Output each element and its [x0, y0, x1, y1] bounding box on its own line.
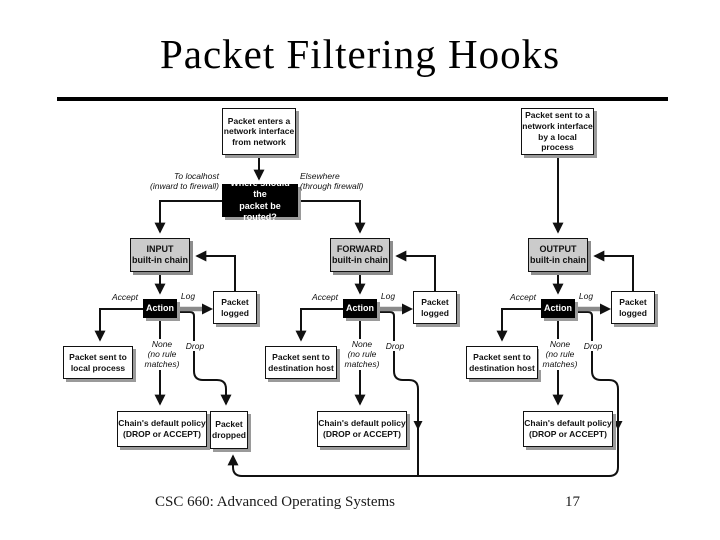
- edge-label-log-output: Log: [578, 291, 594, 301]
- node-packet-dropped: Packet dropped: [210, 411, 248, 449]
- node-action-input: Action: [143, 299, 177, 318]
- page-title: Packet Filtering Hooks: [159, 31, 561, 77]
- edge-label-drop-output: Drop: [579, 341, 607, 352]
- node-default-policy-input: Chain's default policy (DROP or ACCEPT): [117, 411, 207, 447]
- page-number: 17: [565, 494, 580, 510]
- title-underline: [57, 97, 668, 101]
- edge-label-accept-forward: Accept: [312, 292, 338, 302]
- edge-label-to-localhost: To localhost (inward to firewall): [150, 171, 219, 192]
- edge-label-none-forward: None (no rule matches): [341, 339, 383, 370]
- footer-course-label: CSC 660: Advanced Operating Systems: [155, 494, 395, 510]
- node-routing-decision: Where should the packet be routed?: [222, 178, 298, 222]
- edge-label-elsewhere: Elsewhere (through firewall): [300, 171, 364, 192]
- node-packet-logged-output: Packet logged: [611, 291, 655, 324]
- edge-label-none-input: None (no rule matches): [141, 339, 183, 370]
- node-input-chain: INPUT built-in chain: [130, 238, 190, 272]
- node-action-forward: Action: [343, 299, 377, 318]
- node-packet-enters-network: Packet enters a network interface from n…: [222, 108, 296, 155]
- node-default-policy-output: Chain's default policy (DROP or ACCEPT): [523, 411, 613, 447]
- edge-label-drop-input: Drop: [181, 341, 209, 352]
- edge-label-drop-forward: Drop: [381, 341, 409, 352]
- node-default-policy-forward: Chain's default policy (DROP or ACCEPT): [317, 411, 407, 447]
- edge-label-none-output: None (no rule matches): [539, 339, 581, 370]
- node-packet-sent-destination-output: Packet sent to destination host: [466, 346, 538, 379]
- node-packet-logged-forward: Packet logged: [413, 291, 457, 324]
- node-packet-sent-by-process: Packet sent to a network interface by a …: [521, 108, 594, 155]
- edge-label-accept-output: Accept: [510, 292, 536, 302]
- node-packet-sent-local-process: Packet sent to local process: [63, 346, 133, 379]
- edge-label-log-forward: Log: [380, 291, 396, 301]
- node-packet-sent-destination-forward: Packet sent to destination host: [265, 346, 337, 379]
- node-forward-chain: FORWARD built-in chain: [330, 238, 390, 272]
- node-action-output: Action: [541, 299, 575, 318]
- edge-label-accept-input: Accept: [112, 292, 138, 302]
- node-output-chain: OUTPUT built-in chain: [528, 238, 588, 272]
- edge-label-log-input: Log: [180, 291, 196, 301]
- node-packet-logged-input: Packet logged: [213, 291, 257, 324]
